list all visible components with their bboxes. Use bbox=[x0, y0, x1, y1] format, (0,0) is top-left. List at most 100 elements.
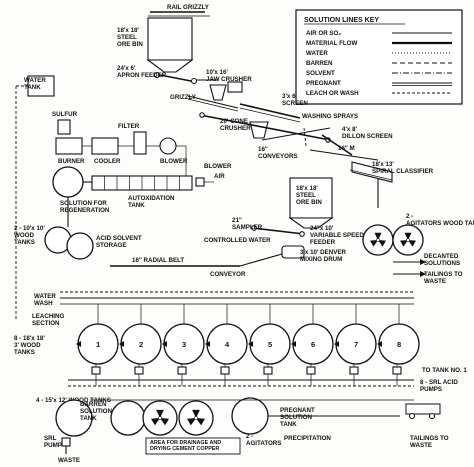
spiral-classifier bbox=[351, 161, 393, 183]
leach-pump bbox=[220, 366, 230, 375]
waste-label: WASTE bbox=[58, 457, 80, 464]
blower bbox=[195, 177, 205, 187]
precipitation-section: 4 - 15'x 12' WOOD TANKS BARRENSOLUTIONTA… bbox=[36, 397, 449, 464]
leach-pump bbox=[306, 366, 316, 375]
screen-label: 3'x 6'SCREEN bbox=[282, 93, 308, 107]
controlled-water-label: CONTROLLED WATER bbox=[204, 237, 271, 244]
jaw-crusher bbox=[209, 84, 227, 101]
sulfur-hopper bbox=[57, 119, 71, 135]
flow-arrow-icon bbox=[162, 341, 167, 347]
leach-tank-number: 7 bbox=[354, 340, 358, 349]
agitator-bottom-1 bbox=[110, 400, 146, 436]
spiral-classifier-label: 18'x 13'SPIRAL CLASSIFIER bbox=[372, 161, 434, 175]
denver-mixing-drum bbox=[281, 245, 305, 259]
blower-top-label: BLOWER bbox=[160, 158, 188, 165]
cooler bbox=[91, 137, 119, 155]
flow-arrow-icon bbox=[76, 341, 81, 347]
sixteen-m-label: 16" M bbox=[338, 145, 355, 152]
leach-pump bbox=[91, 366, 101, 375]
sampler-label: 21"SAMPLER bbox=[232, 217, 263, 231]
leach-tank-number: 3 bbox=[182, 340, 186, 349]
air-label: AIR bbox=[214, 173, 225, 180]
burner bbox=[55, 137, 83, 155]
barren-solution-tank bbox=[55, 399, 93, 437]
leach-tank-number: 2 bbox=[139, 340, 143, 349]
dillon-screen bbox=[321, 134, 353, 156]
cement-area-box bbox=[145, 437, 241, 455]
pregnant-solution-tank bbox=[231, 397, 269, 435]
dillon-screen-label: 4'x 8'DILLON SCREEN bbox=[342, 126, 393, 140]
flow-arrow-icon bbox=[377, 341, 382, 347]
conveyor-label: CONVEYOR bbox=[210, 271, 246, 278]
legend-item-label: SOLVENT bbox=[306, 70, 335, 77]
screen bbox=[239, 103, 301, 119]
agitator-impeller-icon bbox=[400, 232, 416, 247]
washing-sprays-label: WASHING SPRAYS bbox=[302, 113, 358, 120]
filter-label: FILTER bbox=[118, 123, 140, 130]
blower-top bbox=[159, 137, 177, 155]
legend-item-label: PREGNANT bbox=[306, 80, 341, 87]
agitators-bottom-label: 2 -AGITATORS bbox=[246, 433, 281, 447]
conveyor-belt-2 bbox=[261, 127, 331, 141]
rail-grizzly-label: RAIL GRIZZLY bbox=[167, 4, 210, 11]
conveyors-label: 16"CONVEYORS bbox=[258, 146, 298, 160]
agitator-impeller-icon bbox=[151, 409, 169, 426]
flow-arrow-icon bbox=[119, 341, 124, 347]
leach-pump bbox=[392, 366, 402, 375]
variable-speed-feeder bbox=[251, 227, 305, 235]
blower-label: BLOWER bbox=[204, 163, 232, 170]
cooler-label: COOLER bbox=[94, 158, 121, 165]
flow-arrow-icon bbox=[291, 341, 296, 347]
ore-bin-mid bbox=[289, 177, 333, 219]
leach-pump bbox=[134, 366, 144, 375]
tank-no1-label: TO TANK NO. 1 bbox=[422, 367, 467, 374]
leach-tank-number: 4 bbox=[225, 340, 230, 349]
acid-solvent-storage-2 bbox=[66, 232, 94, 260]
srl-pump bbox=[61, 437, 71, 447]
flow-arrow-icon bbox=[205, 341, 210, 347]
leach-tank-number: 6 bbox=[311, 340, 315, 349]
leach-pump bbox=[177, 366, 187, 375]
flow-arrow-icon bbox=[334, 341, 339, 347]
legend-item-label: MATERIAL FLOW bbox=[306, 40, 357, 47]
leach-tank-number: 1 bbox=[96, 340, 100, 349]
grizzly-label: GRIZZLY bbox=[170, 94, 197, 101]
apron-feeder bbox=[154, 73, 197, 83]
conveyor-belt-1 bbox=[199, 114, 331, 141]
leach-tank-number: 5 bbox=[268, 340, 272, 349]
legend-item-label: LEACH OR WASH bbox=[306, 90, 359, 97]
apron-feeder-label: 24'x 6'APRON FEEDER bbox=[117, 65, 167, 79]
leach-tank-number: 8 bbox=[397, 340, 401, 349]
filter bbox=[133, 131, 147, 155]
burner-label: BURNER bbox=[58, 158, 85, 165]
agitators-tanks-label: 2 -AGITATORS WOOD TANKS bbox=[406, 213, 474, 227]
agitator-impeller-icon bbox=[187, 409, 205, 426]
radial-belt-label: 16" RADIAL BELT bbox=[132, 257, 184, 264]
sulfur-label: SULFUR bbox=[52, 111, 78, 118]
leach-pump bbox=[349, 366, 359, 375]
legend-item-label: WATER bbox=[306, 50, 328, 57]
